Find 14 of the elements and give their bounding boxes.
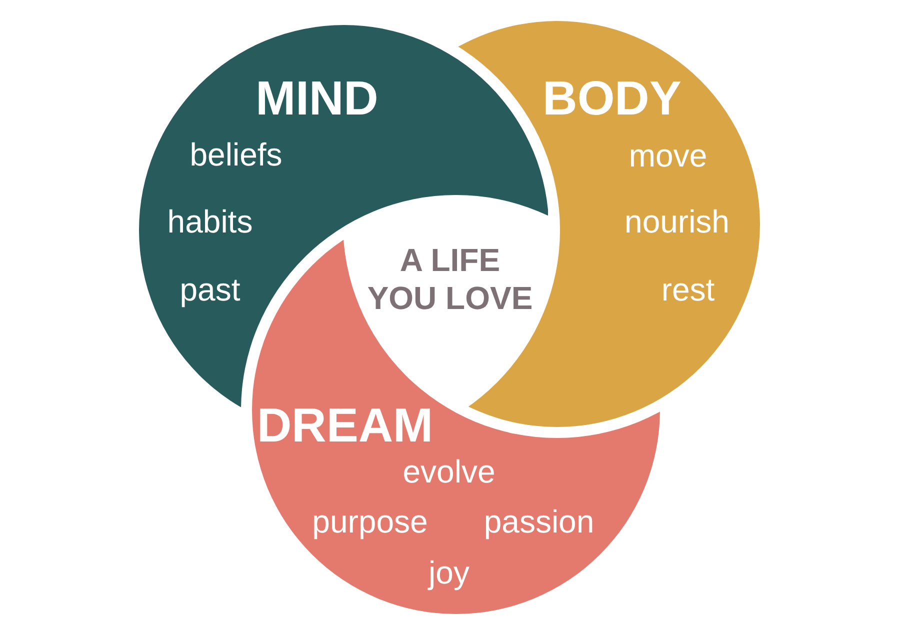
keyword-text: purpose	[312, 504, 428, 540]
keyword-text: nourish	[624, 204, 730, 240]
keyword-text: passion	[484, 504, 594, 540]
circle-heading: BODY	[542, 74, 682, 126]
keyword-text: joy	[428, 555, 470, 591]
circle-heading: DREAM	[257, 400, 433, 454]
keyword-text: evolve	[402, 454, 496, 490]
keyword-text: habits	[167, 204, 253, 240]
keyword-text: beliefs	[190, 137, 282, 173]
center-label: A LIFE YOU LOVE	[366, 241, 534, 317]
circle-heading: MIND	[256, 74, 378, 126]
keyword-text: move	[628, 138, 708, 174]
keyword-text: past	[180, 272, 240, 308]
keyword-text: rest	[661, 272, 715, 308]
